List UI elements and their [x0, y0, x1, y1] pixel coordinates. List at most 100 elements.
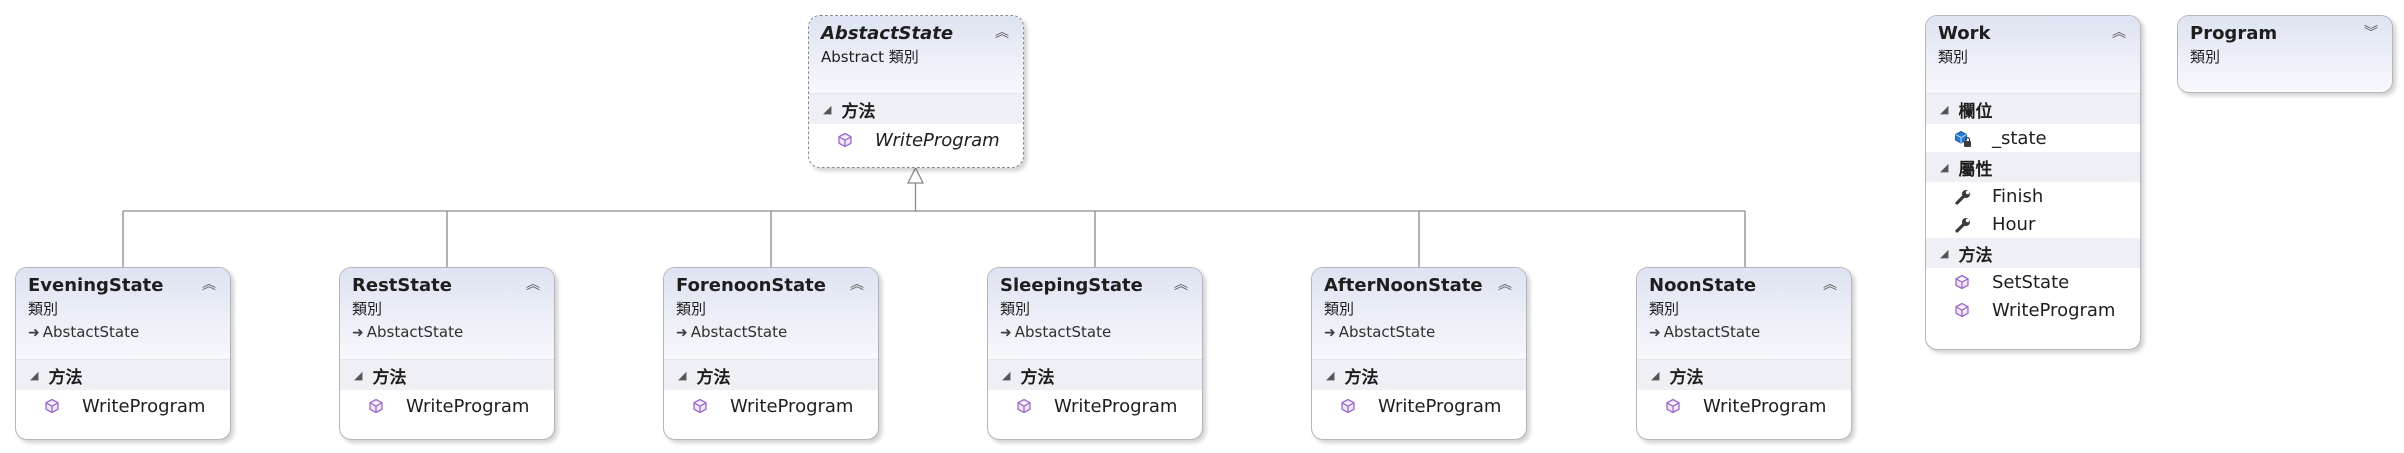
base-class: ➜AbstactState	[1649, 320, 1811, 345]
class-kind: 類別	[1649, 300, 1680, 318]
inherits-arrow-icon: ➜	[676, 325, 688, 341]
member-name: Hour	[1992, 213, 2036, 235]
class-header: NoonState 類別 ➜AbstactState ︽	[1637, 268, 1851, 360]
member-row[interactable]: WriteProgram	[16, 390, 230, 422]
base-class: ➜AbstactState	[1324, 320, 1486, 345]
member-row[interactable]: WriteProgram	[1926, 296, 2140, 324]
member-row[interactable]: Finish	[1926, 182, 2140, 210]
member-name: WriteProgram	[1703, 395, 1827, 417]
property-wrench-icon	[1954, 216, 1970, 233]
member-name: WriteProgram	[82, 395, 206, 417]
member-name: WriteProgram	[406, 395, 530, 417]
class-name: Work	[1938, 23, 1991, 44]
section-label: 方法	[1958, 245, 1993, 266]
inherits-arrow-icon: ➜	[28, 325, 40, 341]
chevron-up-double-icon[interactable]: ︽	[1823, 277, 1837, 293]
class-forenoon-state[interactable]: ForenoonState 類別 ➜AbstactState ︽ ◢ 方法 Wr…	[663, 267, 879, 440]
member-name: WriteProgram	[875, 129, 1000, 151]
section-methods[interactable]: ◢ 方法	[664, 360, 878, 390]
class-header: RestState 類別 ➜AbstactState ︽	[340, 268, 554, 360]
class-header: AfterNoonState 類別 ➜AbstactState ︽	[1312, 268, 1526, 360]
chevron-up-double-icon[interactable]: ︽	[202, 277, 216, 293]
base-class-name: AbstactState	[690, 323, 788, 341]
class-afternoon-state[interactable]: AfterNoonState 類別 ➜AbstactState ︽ ◢ 方法 W…	[1311, 267, 1527, 440]
triangle-collapse-icon[interactable]: ◢	[1651, 368, 1660, 382]
inherits-arrow-icon: ➜	[1000, 325, 1012, 341]
class-kind: 類別	[1000, 300, 1031, 318]
section-properties[interactable]: ◢ 屬性	[1926, 152, 2140, 182]
triangle-collapse-icon[interactable]: ◢	[1940, 246, 1949, 260]
class-kind: Abstract 類別	[821, 48, 919, 66]
chevron-up-double-icon[interactable]: ︽	[995, 25, 1009, 41]
class-abstact-state[interactable]: AbstactState Abstract 類別 ︽ ◢ 方法 WritePro…	[808, 15, 1024, 168]
section-methods[interactable]: ◢ 方法	[16, 360, 230, 390]
class-kind: 類別	[676, 300, 707, 318]
class-rest-state[interactable]: RestState 類別 ➜AbstactState ︽ ◢ 方法 WriteP…	[339, 267, 555, 440]
section-label: 方法	[48, 367, 83, 388]
member-name: _state	[1992, 127, 2047, 149]
class-evening-state[interactable]: EveningState 類別 ➜AbstactState ︽ ◢ 方法 Wri…	[15, 267, 231, 440]
section-label: 方法	[1669, 367, 1704, 388]
triangle-collapse-icon[interactable]: ◢	[678, 368, 687, 382]
section-fields[interactable]: ◢ 欄位	[1926, 94, 2140, 124]
chevron-down-double-icon[interactable]: ︾	[2364, 25, 2378, 41]
triangle-collapse-icon[interactable]: ◢	[1326, 368, 1335, 382]
member-row[interactable]: Hour	[1926, 210, 2140, 238]
member-row[interactable]: SetState	[1926, 268, 2140, 296]
section-label: 方法	[1020, 367, 1055, 388]
class-program[interactable]: Program 類別 ︾	[2177, 15, 2393, 93]
section-methods[interactable]: ◢ 方法	[1926, 238, 2140, 268]
section-label: 方法	[1344, 367, 1379, 388]
section-methods[interactable]: ◢ 方法	[340, 360, 554, 390]
triangle-collapse-icon[interactable]: ◢	[1002, 368, 1011, 382]
section-label: 屬性	[1958, 159, 1993, 180]
section-label: 欄位	[1958, 101, 1993, 122]
chevron-up-double-icon[interactable]: ︽	[526, 277, 540, 293]
triangle-collapse-icon[interactable]: ◢	[1940, 102, 1949, 116]
class-noon-state[interactable]: NoonState 類別 ➜AbstactState ︽ ◢ 方法 WriteP…	[1636, 267, 1852, 440]
inherits-arrow-icon: ➜	[1649, 325, 1661, 341]
triangle-collapse-icon[interactable]: ◢	[823, 102, 832, 116]
chevron-up-double-icon[interactable]: ︽	[850, 277, 864, 293]
section-methods[interactable]: ◢ 方法	[1312, 360, 1526, 390]
member-row[interactable]: WriteProgram	[988, 390, 1202, 422]
class-header: SleepingState 類別 ➜AbstactState ︽	[988, 268, 1202, 360]
method-icon	[1340, 398, 1356, 414]
class-name: NoonState	[1649, 275, 1757, 296]
member-name: WriteProgram	[1054, 395, 1178, 417]
member-row[interactable]: WriteProgram	[809, 124, 1023, 156]
triangle-collapse-icon[interactable]: ◢	[30, 368, 39, 382]
chevron-up-double-icon[interactable]: ︽	[2112, 25, 2126, 41]
class-sleeping-state[interactable]: SleepingState 類別 ➜AbstactState ︽ ◢ 方法 Wr…	[987, 267, 1203, 440]
member-row[interactable]: WriteProgram	[340, 390, 554, 422]
section-methods[interactable]: ◢ 方法	[988, 360, 1202, 390]
method-icon	[1016, 398, 1032, 414]
class-header: AbstactState Abstract 類別 ︽	[809, 16, 1023, 94]
class-name: AbstactState	[821, 23, 954, 44]
method-icon	[368, 398, 384, 414]
triangle-collapse-icon[interactable]: ◢	[1940, 160, 1949, 174]
member-row[interactable]: _state	[1926, 124, 2140, 152]
member-row[interactable]: WriteProgram	[1312, 390, 1526, 422]
class-work[interactable]: Work 類別 ︽ ◢ 欄位 _state ◢ 屬性 Finish Hour ◢…	[1925, 15, 2141, 350]
member-row[interactable]: WriteProgram	[1637, 390, 1851, 422]
member-row[interactable]: WriteProgram	[664, 390, 878, 422]
private-field-icon	[1954, 130, 1971, 147]
member-name: SetState	[1992, 271, 2070, 293]
chevron-up-double-icon[interactable]: ︽	[1498, 277, 1512, 293]
triangle-collapse-icon[interactable]: ◢	[354, 368, 363, 382]
chevron-up-double-icon[interactable]: ︽	[1174, 277, 1188, 293]
method-icon	[44, 398, 60, 414]
base-class-name: AbstactState	[1663, 323, 1761, 341]
section-label: 方法	[372, 367, 407, 388]
section-methods[interactable]: ◢ 方法	[1637, 360, 1851, 390]
generalization-arrowhead	[906, 166, 925, 184]
base-class-name: AbstactState	[1338, 323, 1436, 341]
class-name: AfterNoonState	[1324, 275, 1483, 296]
base-class: ➜AbstactState	[676, 320, 838, 345]
base-class: ➜AbstactState	[28, 320, 190, 345]
member-name: WriteProgram	[1992, 299, 2116, 321]
section-methods[interactable]: ◢ 方法	[809, 94, 1023, 124]
property-wrench-icon	[1954, 188, 1970, 205]
